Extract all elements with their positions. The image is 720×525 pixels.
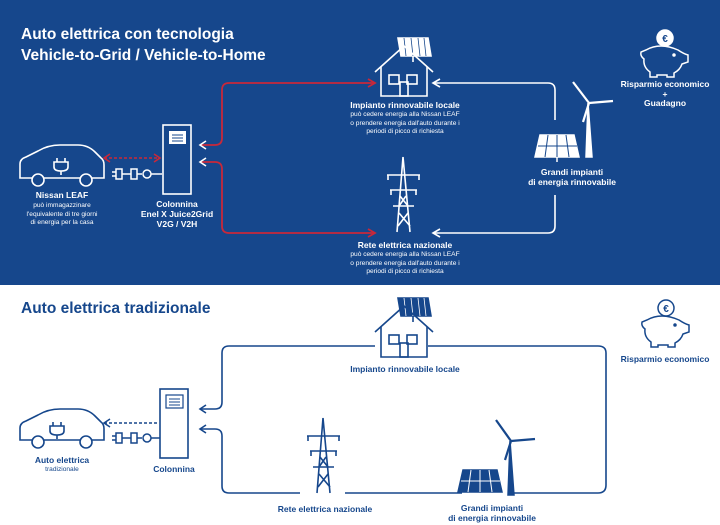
plants-to-local-line [433, 82, 556, 120]
solar-and-wind-icon [457, 419, 536, 496]
traditional-title: Auto elettrica tradizionale [21, 300, 211, 317]
v2g-flow-to-grid [200, 161, 375, 234]
plug-connectors-icon [112, 432, 160, 444]
traditional-car-label: Auto elettrica [34, 455, 90, 465]
piggy-bank-euro-icon: € [641, 299, 690, 348]
plants-to-grid-line [433, 195, 556, 234]
savings-gain-label: Risparmio economico+Guadagno [620, 79, 710, 108]
charging-station-icon [159, 388, 189, 459]
svg-text:€: € [662, 34, 668, 45]
electric-car-icon [19, 144, 105, 187]
traditional-car-description: tradizionale [45, 466, 79, 473]
power-pylon-icon [307, 417, 340, 494]
house-with-solar-panel-icon [374, 37, 434, 97]
power-pylon-icon [387, 156, 420, 233]
charging-station-icon [162, 124, 192, 195]
traditional-panel [0, 289, 720, 525]
piggy-bank-euro-icon: € [640, 29, 689, 78]
traditional-grid-label: Rete elettrica nazionale [277, 504, 373, 514]
car-label: Nissan LEAF [35, 190, 89, 200]
panel-divider [0, 285, 720, 291]
plug-connectors-icon [112, 168, 162, 180]
svg-text:€: € [663, 304, 669, 315]
national-grid-label: Rete elettrica nazionale [357, 240, 453, 250]
v2g-title-line1: Auto elettrica con tecnologia [21, 26, 234, 43]
house-with-solar-panel-icon [374, 297, 434, 358]
traditional-loop-line [200, 345, 607, 494]
traditional-station-label: Colonnina [153, 464, 195, 474]
electric-car-icon [19, 408, 105, 449]
v2g-title-line2: Vehicle-to-Grid / Vehicle-to-Home [21, 47, 266, 64]
traditional-savings-label: Risparmio economico [620, 354, 710, 364]
v2g-flow-to-local [200, 82, 375, 146]
local-plant-label: Impianto rinnovabile locale [350, 100, 460, 110]
solar-and-wind-icon [534, 81, 614, 162]
v2g-diagram: € [19, 29, 689, 238]
v2g-panel [0, 0, 720, 289]
traditional-local-plant-label: Impianto rinnovabile locale [350, 364, 460, 374]
